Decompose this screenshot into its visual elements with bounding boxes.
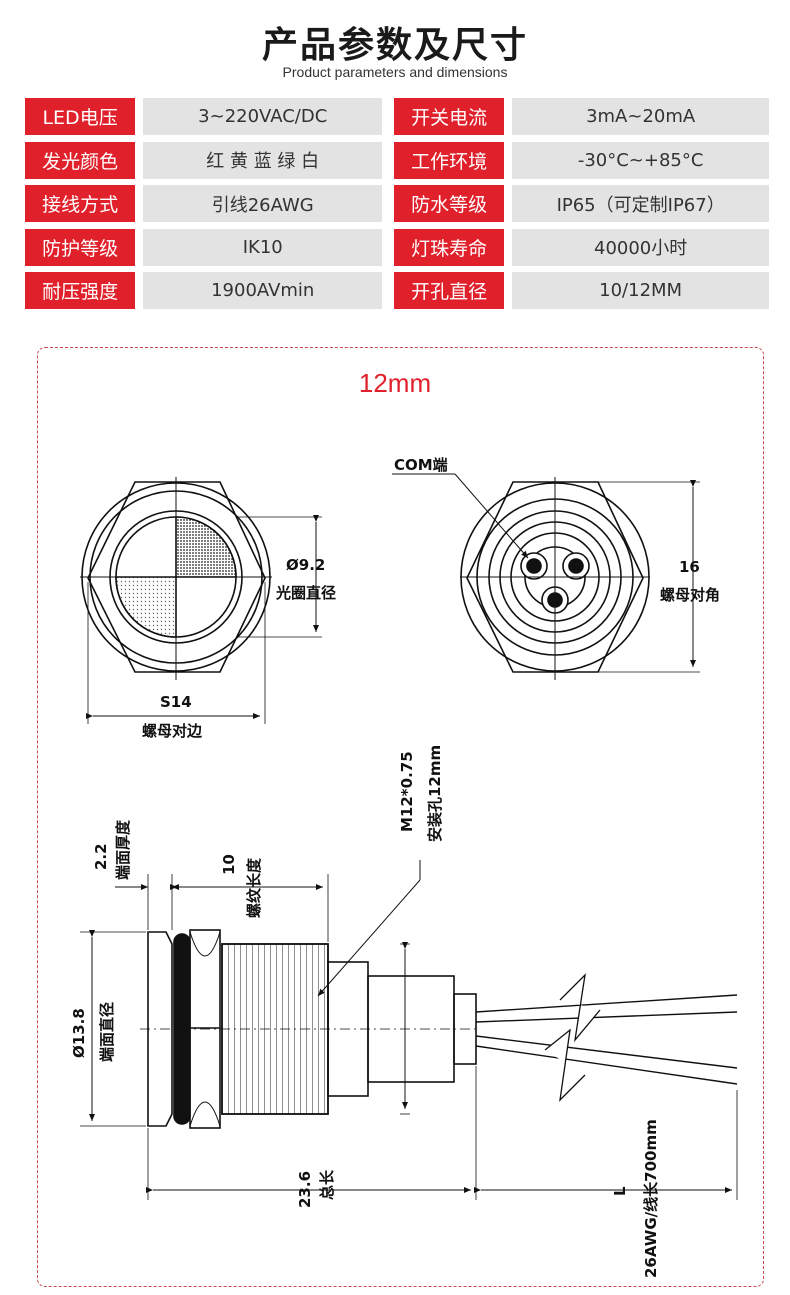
nut-flat-desc: 螺母对边 — [142, 722, 203, 740]
param-label: 灯珠寿命 — [394, 228, 505, 266]
total-len-label: 23.6 — [296, 1171, 314, 1208]
param-value: IP65（可定制IP67） — [512, 185, 770, 222]
param-label: 接线方式 — [25, 185, 136, 222]
param-table: LED电压 3~220VAC/DC 开关电流 3mA~20mA 发光颜色 红 黄… — [25, 98, 770, 316]
front-dia-label: Ø9.2 — [286, 556, 325, 574]
param-label: 发光颜色 — [25, 141, 136, 179]
param-row: 接线方式 引线26AWG 防水等级 IP65（可定制IP67） — [25, 185, 770, 222]
param-label: 防水等级 — [394, 185, 505, 222]
param-value: IK10 — [143, 228, 383, 266]
face-thick-desc: 端面厚度 — [114, 819, 132, 880]
front-view — [80, 477, 322, 724]
param-row: LED电压 3~220VAC/DC 开关电流 3mA~20mA — [25, 98, 770, 135]
front-dia-desc: 光圈直径 — [275, 584, 336, 602]
lead-L-label: L — [611, 1186, 629, 1196]
param-row: 发光颜色 红 黄 蓝 绿 白 工作环境 -30°C~+85°C — [25, 141, 770, 179]
nut-corner-label: 16 — [679, 558, 700, 576]
face-thick-label: 2.2 — [92, 843, 110, 870]
page-title: 产品参数及尺寸 — [261, 25, 528, 66]
param-value: 1900AVmin — [143, 272, 383, 309]
nut-flat-label: S14 — [160, 693, 192, 711]
param-label: 工作环境 — [394, 141, 505, 179]
size-label: 12mm — [358, 368, 432, 398]
param-value: 40000小时 — [512, 228, 770, 266]
drawing-frame — [37, 347, 764, 1287]
thread-spec-desc: 安装孔12mm — [426, 745, 444, 842]
thread-spec-label: M12*0.75 — [398, 751, 416, 832]
param-row: 防护等级 IK10 灯珠寿命 40000小时 — [25, 228, 770, 266]
param-value: 3~220VAC/DC — [143, 98, 383, 135]
param-value: 10/12MM — [512, 272, 770, 309]
back-view — [392, 473, 700, 680]
param-value: 红 黄 蓝 绿 白 — [143, 141, 383, 179]
thread-len-label: 10 — [220, 854, 238, 875]
param-value: -30°C~+85°C — [512, 141, 770, 179]
param-value: 3mA~20mA — [512, 98, 770, 135]
param-label: 防护等级 — [25, 228, 136, 266]
total-len-desc: 总长 — [318, 1169, 336, 1200]
param-label: 开孔直径 — [394, 272, 505, 309]
side-view — [80, 860, 738, 1200]
thread-len-desc: 螺纹长度 — [245, 857, 263, 918]
page-subtitle: Product parameters and dimensions — [282, 64, 508, 80]
face-dia-label: Ø13.8 — [70, 1008, 88, 1058]
param-label: 耐压强度 — [25, 272, 136, 309]
param-row: 耐压强度 1900AVmin 开孔直径 10/12MM — [25, 272, 770, 309]
param-label: LED电压 — [25, 98, 136, 135]
param-value: 引线26AWG — [143, 185, 383, 222]
lead-desc: 26AWG/线长700mm — [642, 1119, 660, 1278]
face-dia-desc: 端面直径 — [98, 1002, 116, 1062]
com-label: COM端 — [394, 456, 448, 474]
nut-corner-desc: 螺母对角 — [660, 586, 720, 604]
param-label: 开关电流 — [394, 98, 505, 135]
